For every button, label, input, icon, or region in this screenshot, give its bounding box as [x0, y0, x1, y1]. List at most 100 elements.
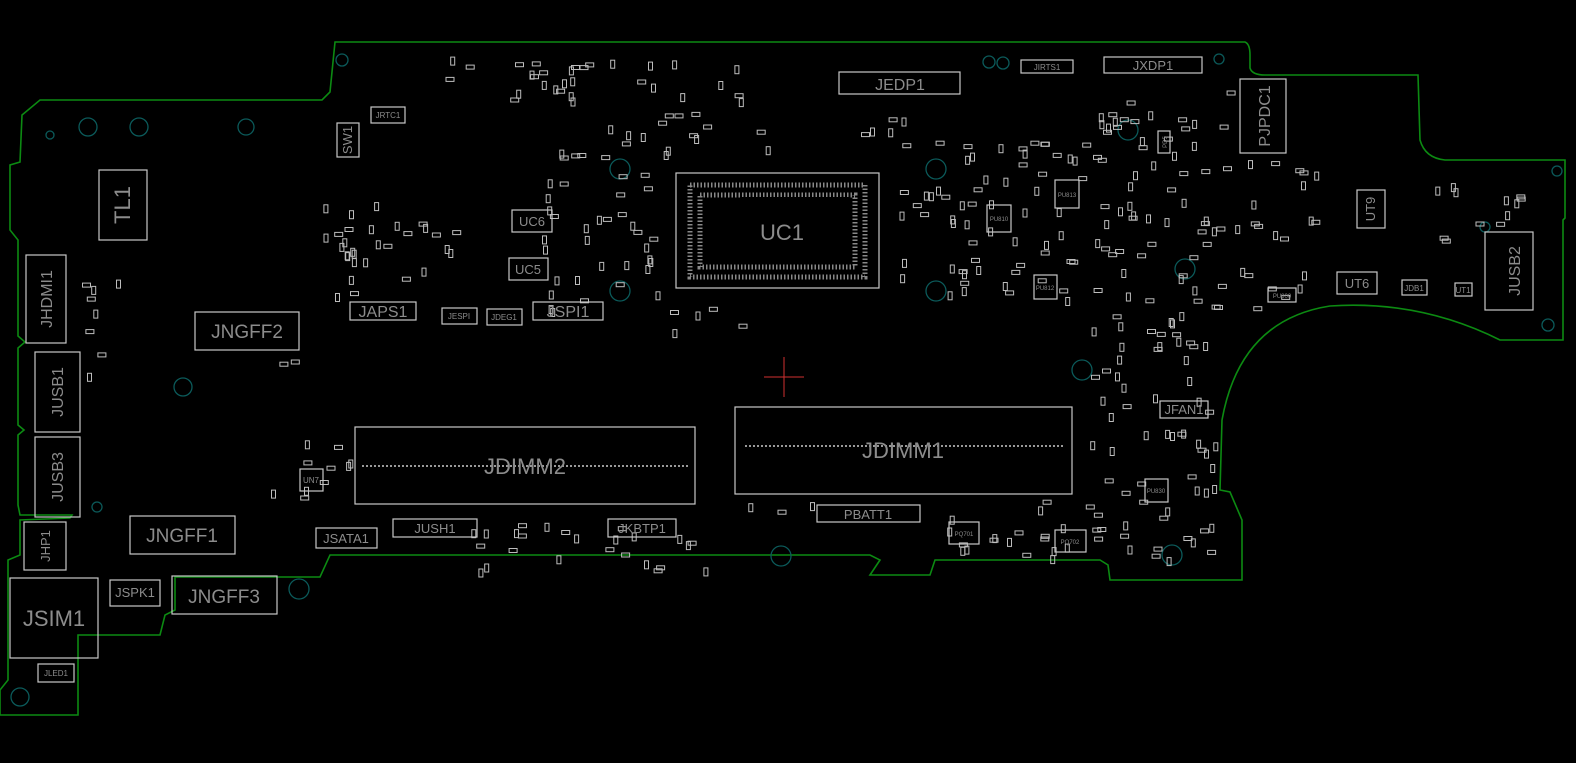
passive-pad: [748, 503, 754, 513]
component-JNGFF2[interactable]: JNGFF2: [194, 311, 300, 351]
passive-pad: [1109, 447, 1115, 456]
component-PU813[interactable]: PU813: [1054, 179, 1080, 209]
passive-pad: [645, 265, 651, 274]
component-JSPI1[interactable]: JSPI1: [532, 301, 604, 321]
passive-pad: [1181, 198, 1187, 208]
component-JFAN1[interactable]: JFAN1: [1159, 400, 1209, 419]
component-UT6[interactable]: UT6: [1336, 271, 1378, 295]
component-JXDP1[interactable]: JXDP1: [1103, 56, 1203, 74]
passive-pad: [1203, 488, 1209, 498]
passive-pad: [1201, 169, 1211, 175]
component-JRTC1[interactable]: JRTC1: [370, 106, 406, 124]
component-PBATT1[interactable]: PBATT1: [816, 504, 921, 523]
component-JNGFF3[interactable]: JNGFF3: [171, 575, 278, 615]
component-PU810[interactable]: PU810: [986, 204, 1012, 233]
component-PU800[interactable]: PU800: [1267, 287, 1297, 303]
component-JDIMM2[interactable]: JDIMM2: [354, 426, 696, 505]
component-JHP1[interactable]: JHP1: [23, 521, 67, 571]
component-JDB1[interactable]: JDB1: [1401, 279, 1428, 296]
component-SW1[interactable]: SW1: [336, 122, 360, 158]
passive-pad: [1102, 368, 1111, 374]
passive-pad: [1112, 117, 1118, 127]
passive-pad: [1098, 113, 1104, 123]
passive-pad: [958, 269, 968, 275]
passive-pad: [1108, 112, 1118, 118]
passive-pad: [1156, 331, 1166, 337]
component-JUSB1[interactable]: JUSB1: [34, 351, 81, 433]
passive-pad: [1022, 208, 1028, 218]
passive-pad: [1209, 523, 1215, 533]
passive-pad: [1311, 219, 1321, 225]
passive-pad: [1148, 111, 1154, 121]
passive-pad: [1106, 123, 1111, 133]
crosshair-cursor: [764, 357, 804, 397]
component-JKBTP1[interactable]: JKBTP1: [607, 518, 677, 538]
passive-pad: [1302, 271, 1307, 281]
component-PJPDC1[interactable]: PJPDC1: [1239, 78, 1287, 154]
component-UC6[interactable]: UC6: [511, 209, 553, 233]
passive-pad: [1119, 342, 1125, 352]
label-JNGFF3: JNGFF3: [188, 587, 260, 608]
component-JIRTS1[interactable]: JIRTS1: [1020, 59, 1074, 74]
component-PD5[interactable]: PD5: [1157, 130, 1171, 154]
component-TL1[interactable]: TL1: [98, 169, 148, 241]
passive-pad: [1044, 240, 1049, 250]
component-JLED1[interactable]: JLED1: [37, 663, 75, 683]
component-UC1[interactable]: UC1: [675, 172, 880, 289]
component-JAPS1[interactable]: JAPS1: [349, 301, 417, 321]
component-UC5[interactable]: UC5: [508, 257, 549, 281]
component-JDIMM1[interactable]: JDIMM1: [734, 406, 1073, 495]
passive-pad: [514, 529, 519, 539]
passive-pad: [674, 113, 684, 119]
component-JSIM1[interactable]: JSIM1: [9, 577, 99, 659]
passive-pad: [1103, 129, 1112, 135]
passive-pad: [959, 201, 965, 211]
passive-pad: [1108, 413, 1114, 422]
passive-pad: [1187, 377, 1193, 386]
passive-pad: [559, 149, 565, 159]
passive-pad: [899, 211, 905, 221]
component-JSATA1[interactable]: JSATA1: [315, 527, 378, 549]
component-JNGFF1[interactable]: JNGFF1: [129, 515, 236, 555]
passive-pad: [601, 155, 611, 161]
passive-pad: [580, 298, 589, 304]
component-UN7[interactable]: UN7: [299, 468, 324, 492]
passive-pad: [901, 117, 907, 127]
label-UT6: UT6: [1345, 276, 1370, 291]
passive-pad: [672, 60, 678, 70]
passive-pad: [1314, 171, 1320, 181]
component-UT1[interactable]: UT1: [1454, 282, 1473, 297]
passive-pad: [616, 192, 626, 198]
component-JUSB3[interactable]: JUSB3: [34, 436, 81, 518]
passive-pad: [970, 152, 975, 162]
passive-pad: [888, 128, 894, 138]
passive-pad: [571, 153, 581, 159]
passive-pad: [543, 245, 548, 255]
component-JHDMI1[interactable]: JHDMI1: [25, 254, 67, 344]
passive-pad: [1011, 269, 1021, 275]
component-JESPI[interactable]: JESPI: [441, 307, 478, 325]
passive-pad: [548, 305, 554, 315]
passive-pad: [418, 221, 428, 227]
component-JSPK1[interactable]: JSPK1: [109, 579, 161, 607]
passive-pad: [1003, 177, 1009, 187]
component-PQ702[interactable]: PQ702: [1054, 529, 1087, 553]
label-PQ702: PQ702: [1061, 540, 1080, 546]
component-JUSH1[interactable]: JUSH1: [392, 518, 478, 538]
passive-pad: [949, 515, 955, 525]
component-PU812[interactable]: PU812: [1033, 274, 1058, 300]
passive-pad: [1253, 306, 1263, 312]
component-PU830[interactable]: PU830: [1144, 478, 1169, 503]
component-JDEG1[interactable]: JDEG1: [486, 308, 523, 326]
label-JRTC1: JRTC1: [376, 111, 401, 120]
passive-pad: [672, 329, 678, 339]
label-JUSB2: JUSB2: [1507, 246, 1524, 296]
component-UT9[interactable]: UT9: [1356, 189, 1386, 229]
component-JUSB2[interactable]: JUSB2: [1484, 231, 1534, 311]
passive-pad: [1095, 239, 1101, 249]
component-JEDP1[interactable]: JEDP1: [838, 71, 961, 95]
passive-pad: [561, 530, 571, 535]
component-PQ701[interactable]: PQ701: [948, 521, 980, 545]
passive-pad: [1037, 278, 1047, 284]
